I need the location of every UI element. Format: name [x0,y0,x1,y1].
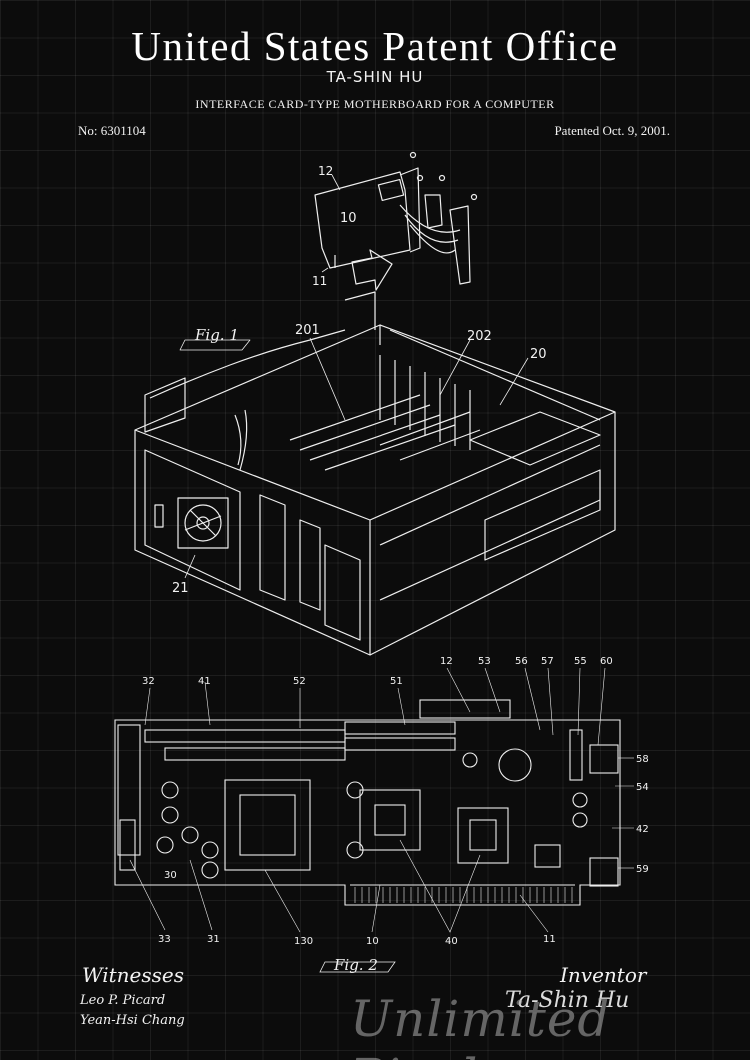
callout-58: 58 [636,754,649,765]
inventor-name: TA-SHIN HU [326,68,424,86]
callout-52: 52 [293,676,306,687]
callout-130: 130 [294,936,313,947]
callout-42: 42 [636,824,649,835]
callout-201: 201 [295,323,320,338]
figure-1-label: Fig. 1 [194,326,239,344]
witness-signature-2: Yean-Hsi Chang [80,1013,185,1028]
patent-subtitle: INTERFACE CARD-TYPE MOTHERBOARD FOR A CO… [195,97,555,111]
callout-21: 21 [172,581,189,596]
callout-60: 60 [600,656,613,667]
callout-20: 20 [530,347,547,362]
inventor-signature: Ta-Shin Hu [505,988,630,1013]
callout-53: 53 [478,656,491,667]
figure-2-label: Fig. 2 [333,956,378,974]
callout-10-fig2: 10 [366,936,379,947]
callout-55: 55 [574,656,587,667]
computer-case [134,291,616,656]
motherboard [114,699,621,906]
inventor-heading: Inventor [560,963,647,987]
callout-51: 51 [390,676,403,687]
callout-31: 31 [207,934,220,945]
callout-11-fig1: 11 [312,274,327,288]
watermark: Unlimited Pixel [350,990,611,1060]
callout-12-fig1: 12 [318,164,333,178]
callout-30: 30 [164,870,177,881]
callout-10-fig1: 10 [340,211,357,226]
callout-54: 54 [636,782,649,793]
callout-40: 40 [445,936,458,947]
callout-56: 56 [515,656,528,667]
patent-number: No: 6301104 [78,123,146,138]
witnesses-heading: Witnesses [82,963,184,987]
insertion-arrow [351,249,393,291]
callout-41: 41 [198,676,211,687]
callout-12-fig2: 12 [440,656,453,667]
callout-33: 33 [158,934,171,945]
page-title: United States Patent Office [131,23,619,69]
interface-card [314,151,478,285]
callout-202: 202 [467,329,492,344]
callout-59: 59 [636,864,649,875]
callout-32: 32 [142,676,155,687]
callout-11-fig2: 11 [543,934,556,945]
callout-57: 57 [541,656,554,667]
patent-date: Patented Oct. 9, 2001. [554,123,670,138]
witness-signature-1: Leo P. Picard [80,993,166,1008]
